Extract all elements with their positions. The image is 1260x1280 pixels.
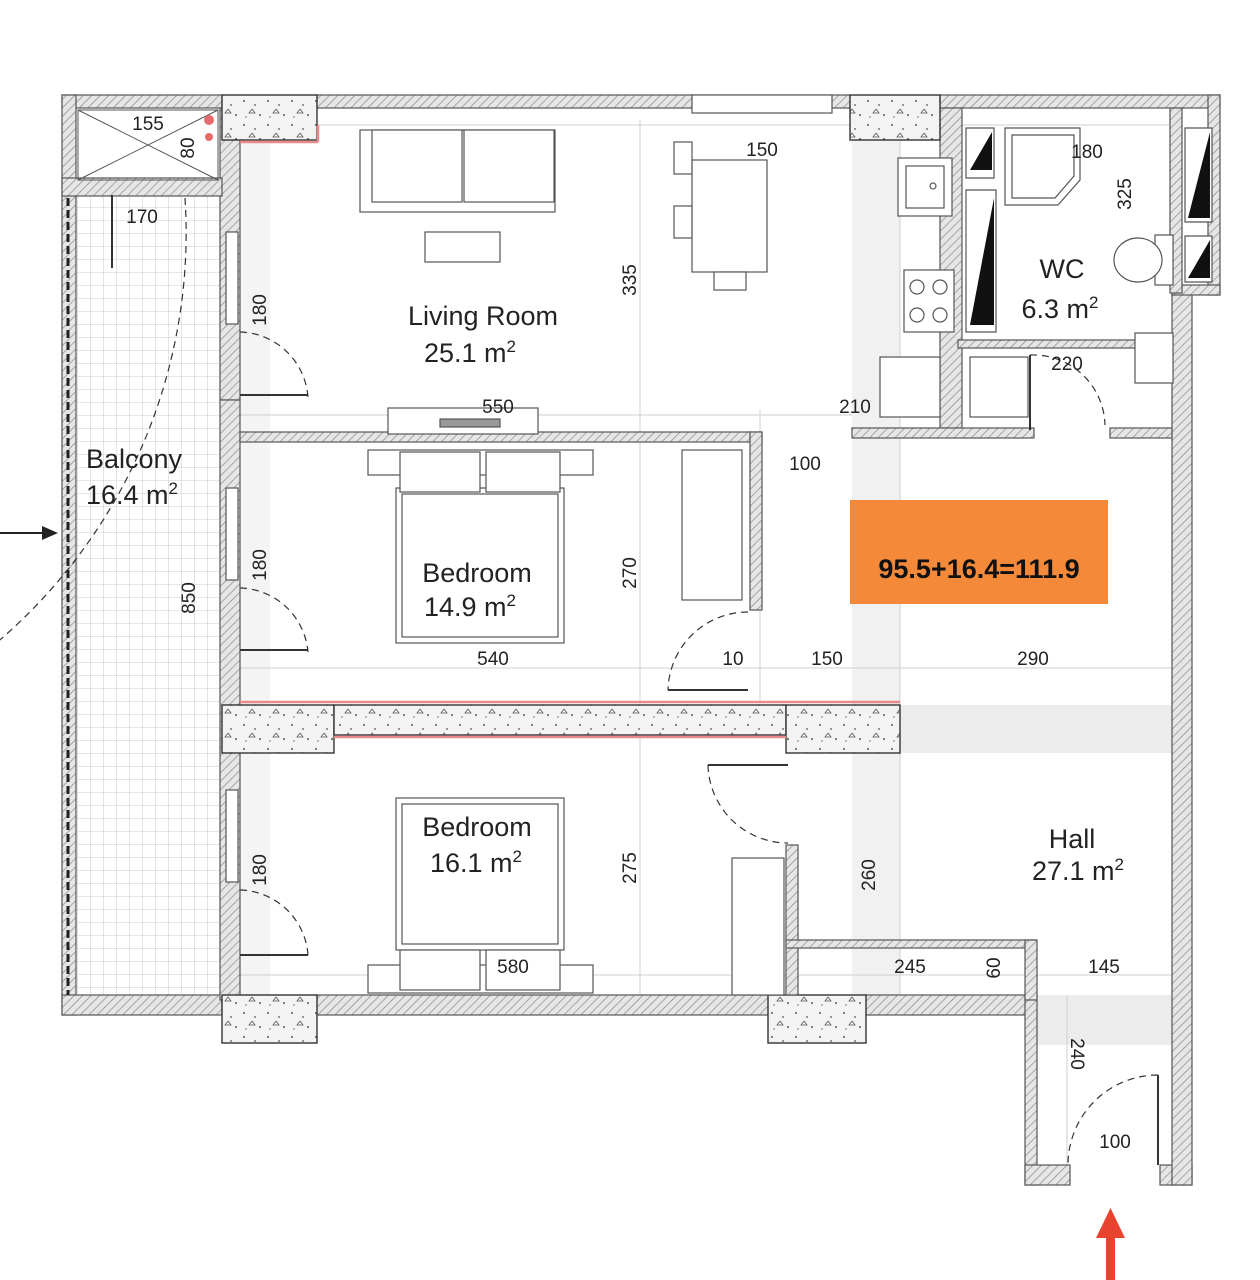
dimension-label: 180	[250, 854, 271, 886]
dimension-label: 100	[1099, 1132, 1131, 1153]
dimension-label: 150	[811, 649, 843, 670]
dimension-label: 180	[250, 549, 271, 581]
corridor-shade-2	[900, 705, 1172, 753]
balcony-area: 16.4 m2	[86, 479, 178, 510]
interior-walls	[239, 107, 1183, 1001]
total-area-text: 95.5+16.4=111.9	[878, 554, 1079, 584]
dimension-label: 260	[859, 859, 880, 891]
bedroom-2-area: 16.1 m2	[430, 847, 522, 878]
bedroom-2-name: Bedroom	[422, 812, 532, 842]
dimension-labels: 155 80 170 150 180 325 335 180 220 550 2…	[126, 114, 1136, 1153]
furniture-bedroom-1	[367, 449, 743, 644]
dimension-label: 180	[250, 294, 271, 326]
dimension-label: 150	[746, 140, 778, 161]
concrete-columns	[221, 94, 941, 1044]
dimension-label: 145	[1088, 957, 1120, 978]
door-swings	[0, 197, 1159, 1164]
dimension-label: 155	[132, 114, 164, 135]
furniture-bedroom-2	[367, 797, 785, 996]
arrow-right-icon	[0, 526, 58, 540]
dimension-label: 170	[126, 207, 158, 228]
wc-area: 6.3 m2	[1022, 293, 1099, 324]
arrow-up-icon	[1096, 1208, 1125, 1280]
total-area-box	[850, 500, 1108, 604]
wc-name: WC	[1040, 254, 1085, 284]
dimension-label: 245	[894, 957, 926, 978]
dimension-label: 540	[477, 649, 509, 670]
dimension-label: 850	[179, 582, 200, 614]
dimension-label: 60	[984, 957, 1005, 978]
dimension-label: 80	[178, 137, 199, 158]
balcony-name: Balcony	[86, 444, 183, 474]
left-strip-shade	[240, 140, 270, 995]
dimension-label: 240	[1066, 1038, 1087, 1070]
dimension-label: 325	[1115, 178, 1136, 210]
utility-dot	[204, 115, 214, 125]
dimension-label: 275	[620, 852, 641, 884]
wardrobe-shading	[970, 132, 1210, 325]
living-room-name: Living Room	[408, 301, 558, 331]
furniture-living	[359, 129, 768, 435]
balcony-storage	[77, 109, 219, 181]
dimension-label: 550	[482, 397, 514, 418]
windows	[225, 94, 833, 883]
finish-lines	[240, 125, 900, 739]
entry-shade	[1035, 995, 1172, 1045]
dimension-label: 270	[620, 557, 641, 589]
utility-dot	[205, 133, 213, 141]
door-leaves	[111, 195, 1159, 1165]
hall-name: Hall	[1049, 824, 1096, 854]
hall-area: 27.1 m2	[1032, 855, 1124, 886]
dimension-label: 290	[1017, 649, 1049, 670]
living-room-area: 25.1 m2	[424, 337, 516, 368]
bedroom-1-name: Bedroom	[422, 558, 532, 588]
bedroom-1-area: 14.9 m2	[424, 591, 516, 622]
dimension-label: 220	[1051, 354, 1083, 375]
dimension-label: 580	[497, 957, 529, 978]
balcony-floor	[68, 195, 220, 995]
dimension-label: 10	[722, 649, 743, 670]
kitchen	[879, 157, 955, 418]
dimension-label: 100	[789, 454, 821, 475]
dimension-label: 210	[839, 397, 871, 418]
dimension-label: 335	[620, 264, 641, 296]
dimension-label: 180	[1071, 142, 1103, 163]
